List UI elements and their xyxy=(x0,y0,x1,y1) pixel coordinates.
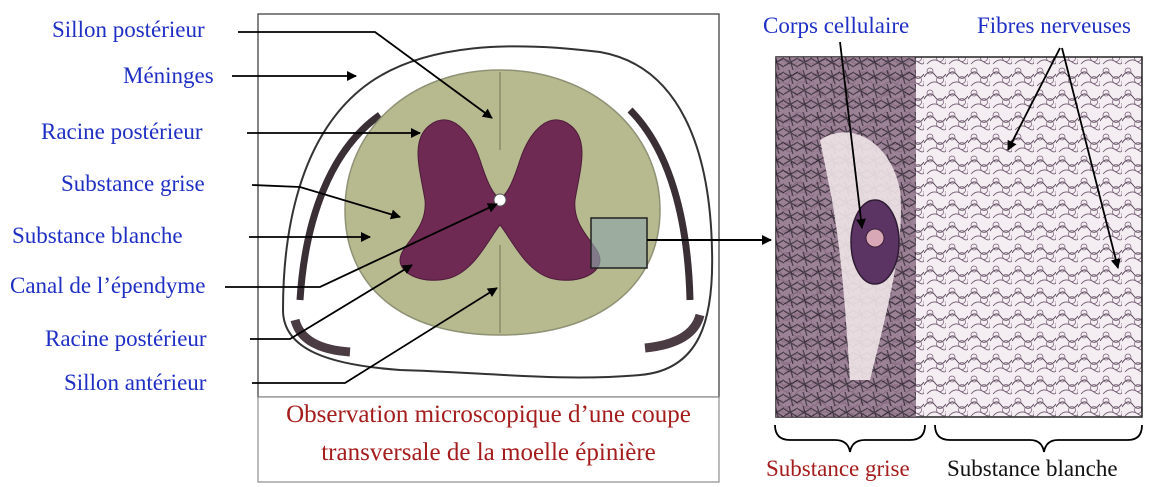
label-sillon-anterieur: Sillon antérieur xyxy=(64,371,206,394)
brace-grise xyxy=(775,425,925,452)
label-corps-cellulaire: Corps cellulaire xyxy=(763,14,909,37)
label-racine-posterieur-1: Racine postérieur xyxy=(41,120,203,143)
caption-line-1: Observation microscopique d’une coupe xyxy=(262,401,715,430)
brace-blanche xyxy=(935,425,1142,452)
label-racine-posterieur-2: Racine postérieur xyxy=(45,327,207,350)
label-meninges: Méninges xyxy=(123,64,214,87)
caption-line-2: transversale de la moelle épinière xyxy=(262,439,715,468)
label-bottom-substance-grise: Substance grise xyxy=(766,457,910,480)
label-substance-grise: Substance grise xyxy=(61,172,205,195)
label-canal-ependyme: Canal de l’épendyme xyxy=(10,274,205,297)
label-substance-blanche: Substance blanche xyxy=(12,224,183,247)
label-fibres-nerveuses: Fibres nerveuses xyxy=(977,14,1131,37)
label-sillon-posterieur: Sillon postérieur xyxy=(52,18,205,41)
zoom-region xyxy=(591,218,647,268)
label-bottom-substance-blanche: Substance blanche xyxy=(947,457,1118,480)
